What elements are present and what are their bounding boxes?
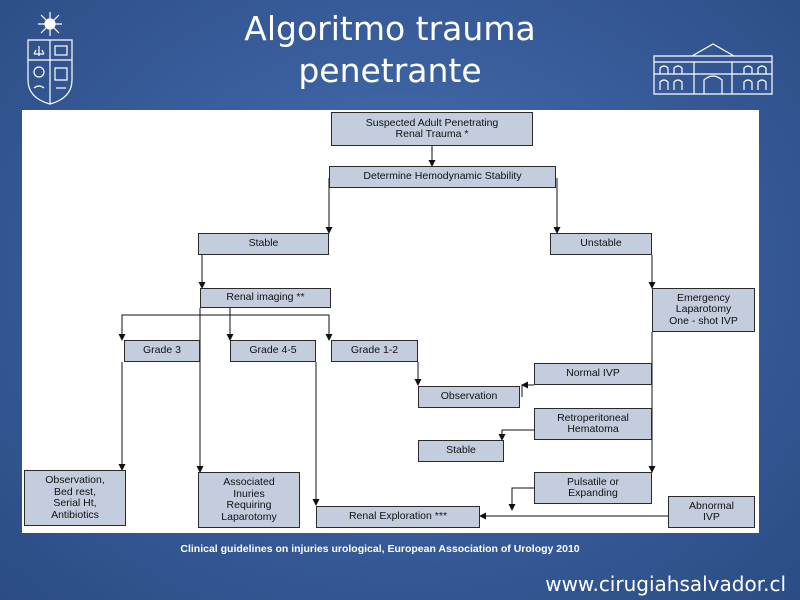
box-stable-2: Stable bbox=[418, 440, 504, 462]
box-stable: Stable bbox=[198, 233, 329, 255]
box-grade-1-2: Grade 1-2 bbox=[331, 340, 418, 362]
box-suspected-trauma: Suspected Adult Penetrating Renal Trauma… bbox=[331, 112, 533, 146]
box-observation: Observation bbox=[418, 386, 520, 408]
title-line-1: Algoritmo trauma bbox=[244, 9, 536, 48]
box-retroperitoneal-hematoma: Retroperitoneal Hematoma bbox=[534, 408, 652, 440]
slide-title: Algoritmo trauma penetrante bbox=[200, 8, 580, 92]
website-url: www.cirugiahsalvador.cl bbox=[545, 572, 786, 596]
hospital-building-logo bbox=[653, 43, 773, 95]
box-normal-ivp: Normal IVP bbox=[534, 363, 652, 385]
box-grade-3: Grade 3 bbox=[124, 340, 200, 362]
box-associated-injuries: Associated Inuries Requiring Laparotomy bbox=[198, 472, 300, 528]
university-crest-logo bbox=[27, 12, 73, 105]
box-renal-exploration: Renal Exploration *** bbox=[316, 506, 480, 528]
box-hemodynamic-stability: Determine Hemodynamic Stability bbox=[329, 166, 556, 188]
box-observation-bed-rest: Observation, Bed rest, Serial Ht, Antibi… bbox=[24, 470, 126, 526]
trauma-algorithm-flowchart: Suspected Adult Penetrating Renal Trauma… bbox=[22, 110, 759, 533]
box-unstable: Unstable bbox=[550, 233, 652, 255]
box-emergency-laparotomy: Emergency Laparotomy One - shot IVP bbox=[652, 288, 755, 332]
source-caption: Clinical guidelines on injuries urologic… bbox=[180, 543, 580, 555]
box-abnormal-ivp: Abnormal IVP bbox=[668, 496, 755, 528]
title-line-2: penetrante bbox=[298, 51, 482, 90]
box-renal-imaging: Renal imaging ** bbox=[200, 288, 331, 308]
box-grade-4-5: Grade 4-5 bbox=[230, 340, 316, 362]
flowchart-connectors bbox=[118, 146, 668, 520]
box-pulsatile-expanding: Pulsatile or Expanding bbox=[534, 472, 652, 504]
